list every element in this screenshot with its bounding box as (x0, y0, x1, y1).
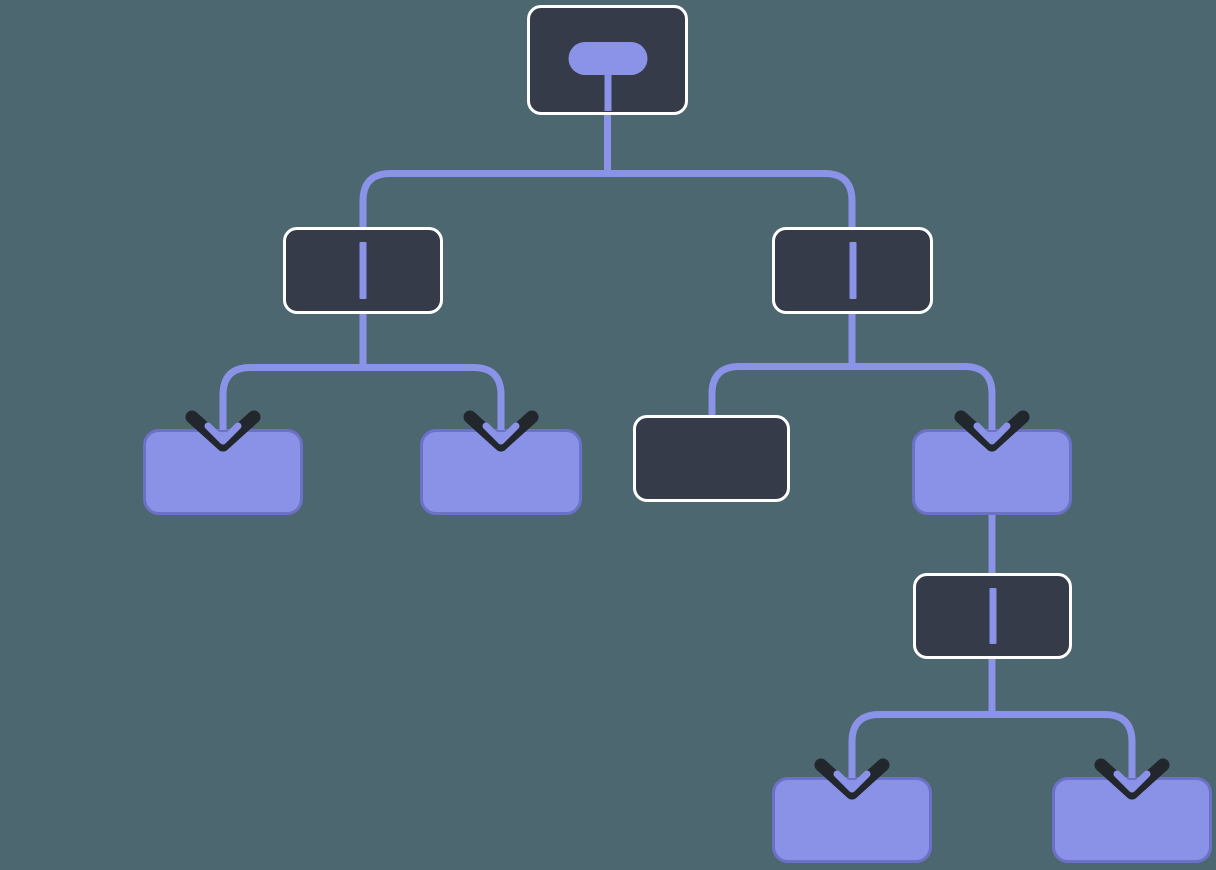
node-branch-left[interactable] (283, 227, 443, 314)
node-leaf-bottom-2[interactable] (1052, 777, 1212, 863)
edge-branch-left-split (219, 364, 505, 412)
root-pill-icon (568, 42, 647, 75)
arrow-down-icon (1094, 748, 1170, 800)
edge-branch-bottom-split (848, 711, 1136, 760)
node-dark-leaf[interactable] (633, 415, 790, 502)
edge-root-split (359, 170, 856, 229)
root-pill-stem (604, 68, 611, 111)
arrow-down-icon (185, 400, 261, 452)
vertical-divider-icon (849, 242, 856, 299)
vertical-divider-icon (989, 588, 996, 644)
node-leaf-right[interactable] (912, 429, 1072, 515)
node-leaf-left-1[interactable] (143, 429, 303, 515)
arrow-down-icon (463, 400, 539, 452)
node-branch-bottom[interactable] (913, 573, 1072, 659)
node-root[interactable] (527, 5, 688, 115)
node-branch-right[interactable] (772, 227, 933, 314)
vertical-divider-icon (359, 242, 367, 299)
arrow-down-icon (814, 748, 890, 800)
arrow-down-icon (954, 400, 1030, 452)
edge-branch-right-split (708, 363, 996, 417)
